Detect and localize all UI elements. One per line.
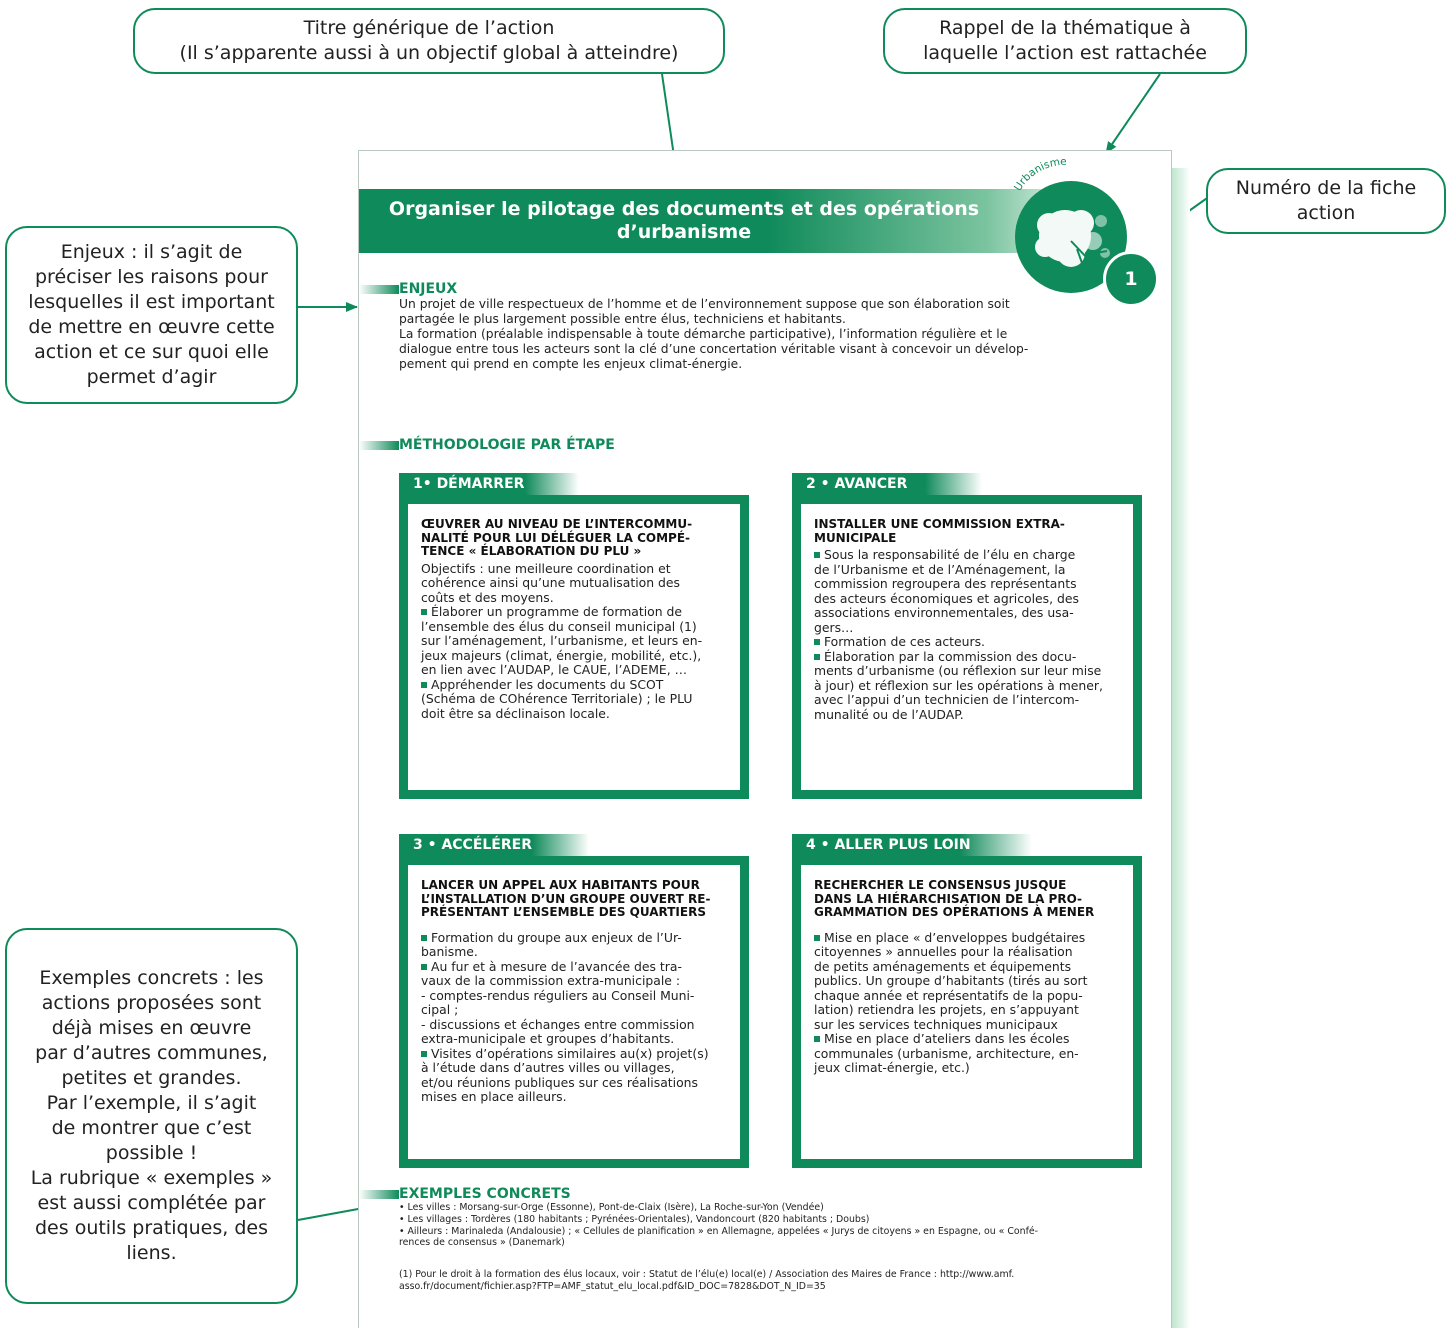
urbanisme-tree-icon [1015, 181, 1127, 293]
step-2-tab: 2 • AVANCER [792, 473, 982, 495]
step-3-tab: 3 • ACCÉLÉRER [399, 834, 589, 856]
step-1-box: ŒUVRER AU NIVEAU DE L’INTERCOMMU- NALITÉ… [399, 495, 749, 799]
bullet-icon [814, 1036, 820, 1042]
step-4-box: RECHERCHER LE CONSENSUS JUSQUE DANS LA H… [792, 856, 1142, 1168]
bullet-icon [814, 552, 820, 558]
callout-title: Titre générique de l’action(Il s’apparen… [133, 8, 725, 74]
bullet-icon [421, 934, 427, 941]
bullet-icon [421, 963, 427, 970]
bullet-icon [814, 639, 820, 645]
step-1-tab: 1• DÉMARRER [399, 473, 579, 495]
sheet-shadow [1172, 168, 1190, 1328]
bullet-icon [421, 681, 427, 688]
bullet-icon [421, 1050, 427, 1057]
step-2-box: INSTALLER UNE COMMISSION EXTRA- MUNICIPA… [792, 495, 1142, 799]
section-method-heading: MÉTHODOLOGIE PAR ÉTAPE [359, 437, 759, 453]
bullet-icon [814, 653, 820, 660]
action-sheet: Organiser le pilotage des documents et d… [358, 150, 1172, 1328]
step-3-box: LANCER UN APPEL AUX HABITANTS POUR L’INS… [399, 856, 749, 1168]
bullet-icon [814, 934, 820, 941]
bullet-icon [421, 609, 427, 615]
footnote: (1) Pour le droit à la formation des élu… [399, 1269, 1015, 1292]
sheet-title: Organiser le pilotage des documents et d… [359, 189, 1099, 253]
section-enjeux-heading: ENJEUX [359, 281, 559, 297]
sheet-number: 1 [1103, 251, 1159, 307]
examples-text: • Les villes : Morsang-sur-Orge (Essonne… [399, 1202, 1039, 1249]
enjeux-text: Un projet de ville respectueux de l’homm… [399, 297, 1029, 371]
section-examples-heading: EXEMPLES CONCRETS [359, 1186, 659, 1202]
arrow-theme [1105, 73, 1161, 154]
step-4-tab: 4 • ALLER PLUS LOIN [792, 834, 1032, 856]
